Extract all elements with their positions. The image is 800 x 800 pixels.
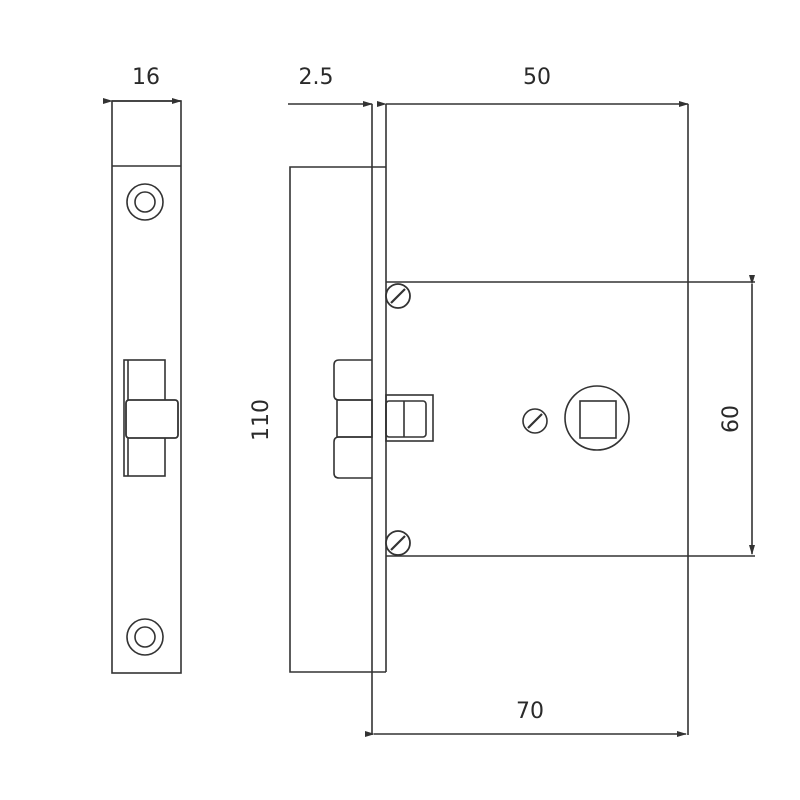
dim-body-depth: 70 (365, 699, 687, 737)
top-screw-hole-icon (126, 183, 164, 221)
bottom-screw-hole-icon (126, 618, 164, 656)
dim-label-70: 70 (516, 699, 544, 724)
dim-label-16: 16 (132, 65, 160, 90)
dim-faceplate-width: 16 (103, 65, 182, 104)
spindle-hub-icon (564, 385, 630, 451)
latch-front (123, 359, 179, 477)
dim-label-2-5: 2.5 (299, 65, 334, 90)
dim-label-110: 110 (249, 399, 274, 441)
forend-outline (289, 166, 386, 673)
faceplate-outline (111, 100, 182, 674)
center-slotted-screw-icon (522, 408, 548, 434)
top-slotted-screw-icon (385, 283, 411, 309)
dim-label-60: 60 (719, 405, 744, 433)
latch-bolt-side (333, 359, 434, 479)
dim-faceplate-thickness: 2.5 (288, 65, 373, 107)
dim-screw-spacing: 60 (719, 275, 755, 555)
front-faceplate-view: 16 (103, 65, 182, 674)
dim-backset: 50 (377, 65, 689, 107)
dim-label-50: 50 (523, 65, 551, 90)
bottom-slotted-screw-icon (385, 530, 411, 556)
side-section-view: 2.5 50 110 60 70 (249, 65, 755, 737)
